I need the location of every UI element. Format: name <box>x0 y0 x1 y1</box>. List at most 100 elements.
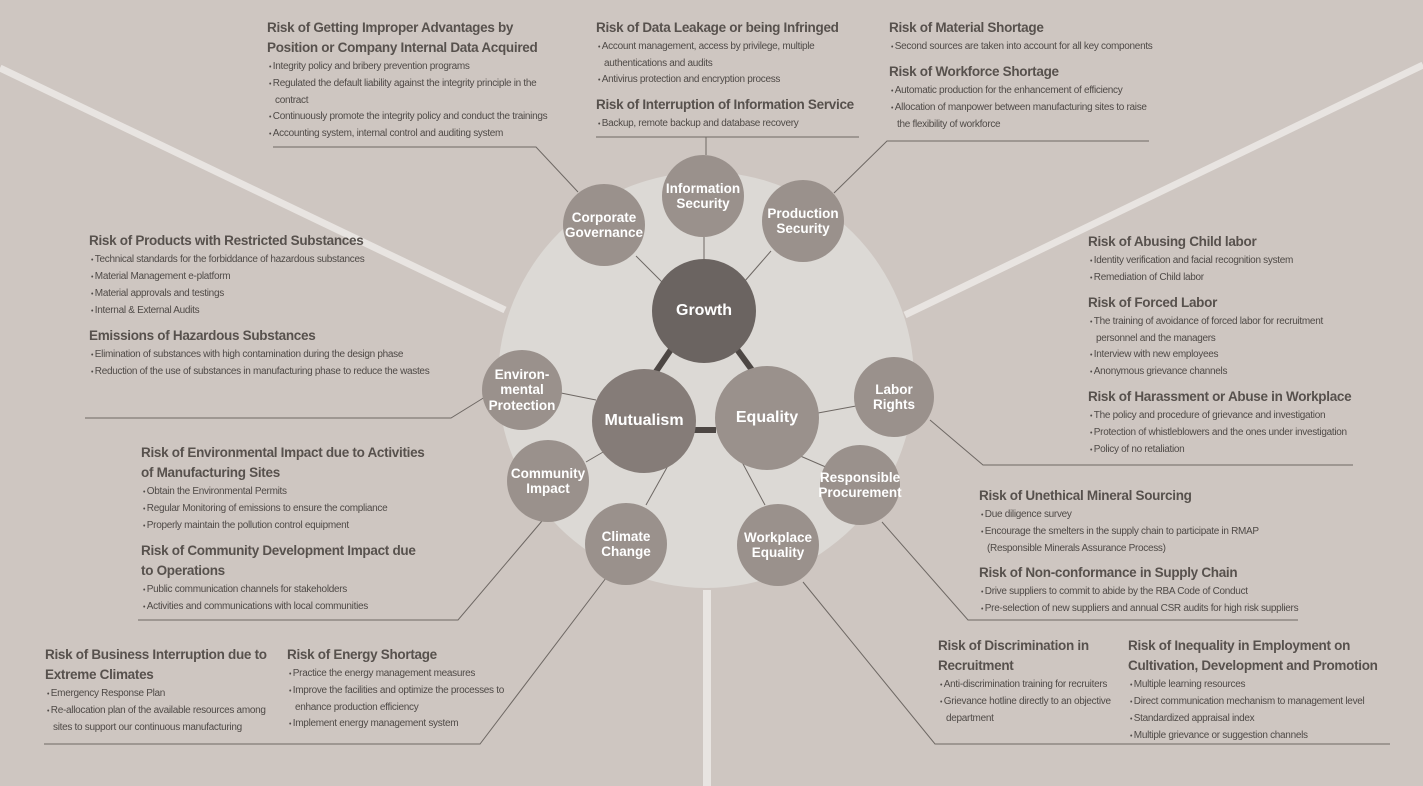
leader-labor-rights <box>929 419 1353 466</box>
connector-corporate-governance <box>635 255 666 286</box>
risk-measure-item: Emergency Response Plan <box>45 686 273 703</box>
risk-measures-list: Drive suppliers to commit to abide by th… <box>979 584 1299 618</box>
risk-measure-item: Anti-discrimination training for recruit… <box>938 677 1118 694</box>
risk-measure-item: Identity verification and facial recogni… <box>1088 253 1358 270</box>
risk-measure-item: Account management, access by privilege,… <box>596 39 866 72</box>
risk-measure-item: Practice the energy management measures <box>287 666 507 683</box>
risk-title: Risk of Interruption of Information Serv… <box>596 97 854 112</box>
topic-information-security-circle <box>662 155 744 237</box>
risk-measure-item: Antivirus protection and encryption proc… <box>596 72 866 89</box>
topic-responsible-procurement-circle <box>820 445 900 525</box>
risk-measure-item: Material approvals and testings <box>89 286 439 303</box>
risk-measure-item: Anonymous grievance channels <box>1088 364 1358 381</box>
risk-title: Risk of Environmental Impact due to Acti… <box>141 445 425 480</box>
risk-title: Risk of Getting Improper Advantages by P… <box>267 20 538 55</box>
inner-disc <box>498 172 914 588</box>
risk-measures-list: The policy and procedure of grievance an… <box>1088 408 1358 459</box>
risk-block-information-security: Risk of Data Leakage or being InfringedA… <box>596 18 866 139</box>
core-mutualism-circle <box>592 369 696 473</box>
risk-measure-item: Interview with new employees <box>1088 347 1358 364</box>
risk-measures-list: Emergency Response PlanRe-allocation pla… <box>45 686 273 736</box>
risk-measure-item: Multiple grievance or suggestion channel… <box>1128 728 1398 745</box>
risk-title: Risk of Discrimination in Recruitment <box>938 638 1089 673</box>
risk-measure-item: The training of avoidance of forced labo… <box>1088 314 1358 347</box>
risk-title: Risk of Community Development Impact due… <box>141 543 416 578</box>
risk-measure-item: Elimination of substances with high cont… <box>89 347 439 364</box>
risk-measure-item: Public communication channels for stakeh… <box>141 582 431 599</box>
risk-measure-item: Properly maintain the pollution control … <box>141 518 431 535</box>
risk-title: Emissions of Hazardous Substances <box>89 328 316 343</box>
risk-measures-list: Due diligence surveyEncourage the smelte… <box>979 507 1299 557</box>
leader-production-security <box>833 140 1149 194</box>
risk-block-inequality: Risk of Inequality in Employment on Cult… <box>1128 636 1398 751</box>
risk-measure-item: The policy and procedure of grievance an… <box>1088 408 1358 425</box>
risk-measures-list: Anti-discrimination training for recruit… <box>938 677 1118 727</box>
risk-measure-item: Grievance hotline directly to an objecti… <box>938 694 1118 727</box>
connector-labor-rights <box>817 405 857 414</box>
risk-measures-list: Integrity policy and bribery prevention … <box>267 59 557 143</box>
risk-title: Risk of Unethical Mineral Sourcing <box>979 488 1192 503</box>
risk-measure-item: Second sources are taken into account fo… <box>889 39 1154 56</box>
risk-measure-item: Allocation of manpower between manufactu… <box>889 100 1154 133</box>
connector-environmental-protection <box>560 392 597 401</box>
topic-workplace-equality-circle <box>737 504 819 586</box>
risk-title: Risk of Harassment or Abuse in Workplace <box>1088 389 1352 404</box>
risk-title: Risk of Abusing Child labor <box>1088 234 1257 249</box>
risk-measure-item: Obtain the Environmental Permits <box>141 484 431 501</box>
risk-measure-item: Internal & External Audits <box>89 303 439 320</box>
risk-measure-item: Remediation of Child labor <box>1088 270 1358 287</box>
leader-corporate-governance <box>273 146 579 193</box>
risk-measure-item: Multiple learning resources <box>1128 677 1398 694</box>
connector-workplace-equality <box>741 461 766 506</box>
leader-lines <box>44 136 1390 745</box>
risk-block-discrimination: Risk of Discrimination in RecruitmentAnt… <box>938 636 1118 733</box>
risk-measure-item: Regular Monitoring of emissions to ensur… <box>141 501 431 518</box>
core-connectors <box>652 346 755 433</box>
risk-measures-list: Backup, remote backup and database recov… <box>596 116 866 133</box>
topic-climate-change-circle <box>585 503 667 585</box>
risk-measure-item: Material Management e-platform <box>89 269 439 286</box>
risk-title: Risk of Material Shortage <box>889 20 1044 35</box>
risk-measure-item: Automatic production for the enhancement… <box>889 83 1154 100</box>
risk-title: Risk of Workforce Shortage <box>889 64 1059 79</box>
topic-production-security-circle <box>762 180 844 262</box>
connector-responsible-procurement <box>797 454 829 469</box>
risk-measure-item: Pre-selection of new suppliers and annua… <box>979 601 1299 618</box>
connector-production-security <box>743 250 772 283</box>
risk-measures-list: Account management, access by privilege,… <box>596 39 866 89</box>
risk-measures-list: Public communication channels for stakeh… <box>141 582 431 616</box>
connector-climate-change <box>645 461 671 506</box>
risk-measure-item: Accounting system, internal control and … <box>267 126 557 143</box>
leader-climate-change <box>44 577 607 745</box>
risk-measures-list: Multiple learning resourcesDirect commun… <box>1128 677 1398 745</box>
risk-block-responsible-procurement: Risk of Unethical Mineral SourcingDue di… <box>979 486 1299 624</box>
risk-measure-item: Encourage the smelters in the supply cha… <box>979 524 1299 557</box>
risk-measures-list: Second sources are taken into account fo… <box>889 39 1154 56</box>
core-growth-circle <box>652 259 756 363</box>
risk-measure-item: Re-allocation plan of the available reso… <box>45 703 273 736</box>
core-equality-circle <box>715 366 819 470</box>
risk-title: Risk of Data Leakage or being Infringed <box>596 20 839 35</box>
risk-measure-item: Backup, remote backup and database recov… <box>596 116 866 133</box>
topic-labor-rights-circle <box>854 357 934 437</box>
risk-measure-item: Policy of no retaliation <box>1088 442 1358 459</box>
risk-block-extreme-climate: Risk of Business Interruption due to Ext… <box>45 645 273 742</box>
topic-environmental-protection-circle <box>482 350 562 430</box>
risk-block-corporate-governance: Risk of Getting Improper Advantages by P… <box>267 18 557 149</box>
leader-environmental-protection <box>85 396 486 419</box>
risk-measure-item: Protection of whistleblowers and the one… <box>1088 425 1358 442</box>
risk-measures-list: Elimination of substances with high cont… <box>89 347 439 381</box>
core-growth-label: Growth <box>676 302 732 320</box>
topic-community-impact-circle <box>507 440 589 522</box>
risk-block-labor-rights: Risk of Abusing Child laborIdentity veri… <box>1088 232 1358 465</box>
risk-measure-item: Direct communication mechanism to manage… <box>1128 694 1398 711</box>
